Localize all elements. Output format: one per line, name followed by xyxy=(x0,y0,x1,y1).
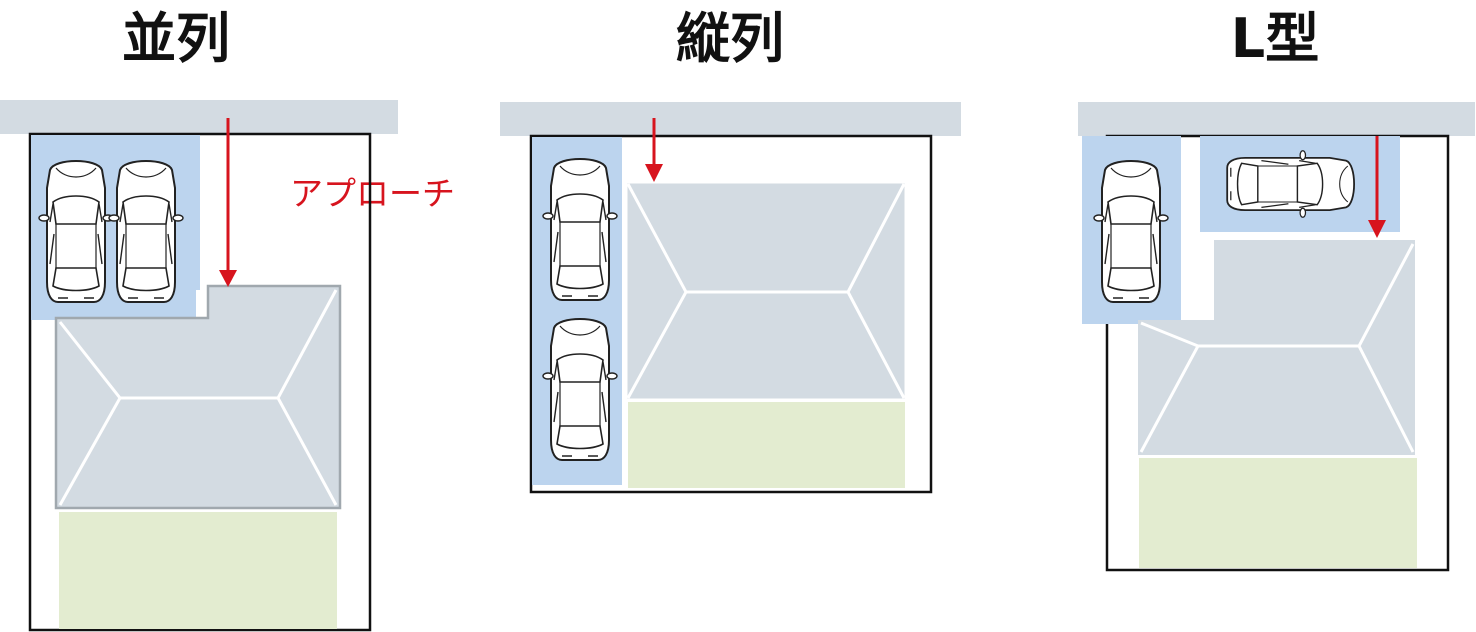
title-parallel: 並列 xyxy=(122,7,230,70)
road-l-shape xyxy=(1078,102,1475,136)
arrow-down-icon xyxy=(219,270,237,287)
car-icon xyxy=(38,160,114,303)
car-icon xyxy=(1093,160,1169,303)
roof-lines-tandem xyxy=(626,183,906,399)
car-icon xyxy=(108,160,184,303)
road-parallel xyxy=(0,100,398,134)
arrow-down-icon xyxy=(1368,220,1386,238)
arrow-down-icon xyxy=(645,164,663,182)
approach-label: アプローチ xyxy=(290,174,455,213)
roof-lines-l-shape xyxy=(1139,243,1415,453)
layout-parallel xyxy=(0,100,398,632)
garden-l-shape xyxy=(1139,458,1417,568)
car-icon xyxy=(1226,149,1355,219)
layout-l-shape xyxy=(1078,102,1475,572)
lot-boundary-parallel xyxy=(28,132,372,632)
road-tandem xyxy=(500,102,961,136)
garden-parallel xyxy=(59,512,337,629)
garden-tandem xyxy=(628,402,905,488)
car-icon xyxy=(542,318,618,461)
roof-lines-parallel xyxy=(58,289,338,506)
lot-boundary-tandem xyxy=(529,134,933,494)
car-icon xyxy=(542,158,618,301)
title-l-shape: L型 xyxy=(1230,7,1320,70)
title-tandem: 縦列 xyxy=(676,7,784,70)
layout-tandem xyxy=(500,102,961,494)
